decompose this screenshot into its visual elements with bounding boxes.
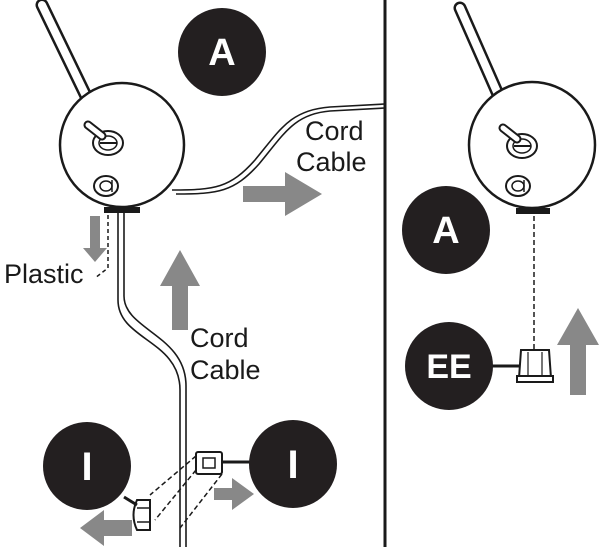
label-cord-center: Cord [190,323,249,353]
svg-text:I: I [287,443,298,487]
right-panel: A EE [402,1,599,410]
svg-text:EE: EE [426,348,471,386]
badge-i-left: I [43,422,131,510]
knob-icon [93,175,119,197]
badge-ee: EE [405,322,493,410]
badge-a-right: A [402,186,490,274]
cord-down [117,213,187,547]
cord-clip-left-icon [123,495,151,531]
arrow-right-small-icon [214,478,254,510]
screw-right-icon [498,123,538,159]
plastic-piece [83,215,109,279]
label-cord-right: Cord [305,116,364,146]
svg-text:A: A [208,32,235,74]
badge-i-right: I [249,420,337,508]
arrow-down-icon [83,216,107,262]
screw-icon [83,120,124,156]
knob-right-icon [505,175,531,197]
dashed-guides [149,455,223,529]
svg-text:A: A [432,210,459,252]
arrow-left-icon [80,510,132,546]
arrow-up-icon [160,250,200,330]
cord-clip-icon [195,451,250,475]
label-cable-right: Cable [296,147,367,177]
cap-icon [516,349,554,383]
arrow-right-icon [243,172,322,216]
label-cable-center: Cable [190,355,261,385]
svg-text:I: I [81,445,92,489]
left-panel: Plastic Cord Cable Cord Cable [4,0,386,547]
arrow-up-right-icon [557,308,599,395]
label-plastic: Plastic [4,259,84,289]
cord-right [171,103,386,195]
badge-a-top: A [178,8,266,96]
